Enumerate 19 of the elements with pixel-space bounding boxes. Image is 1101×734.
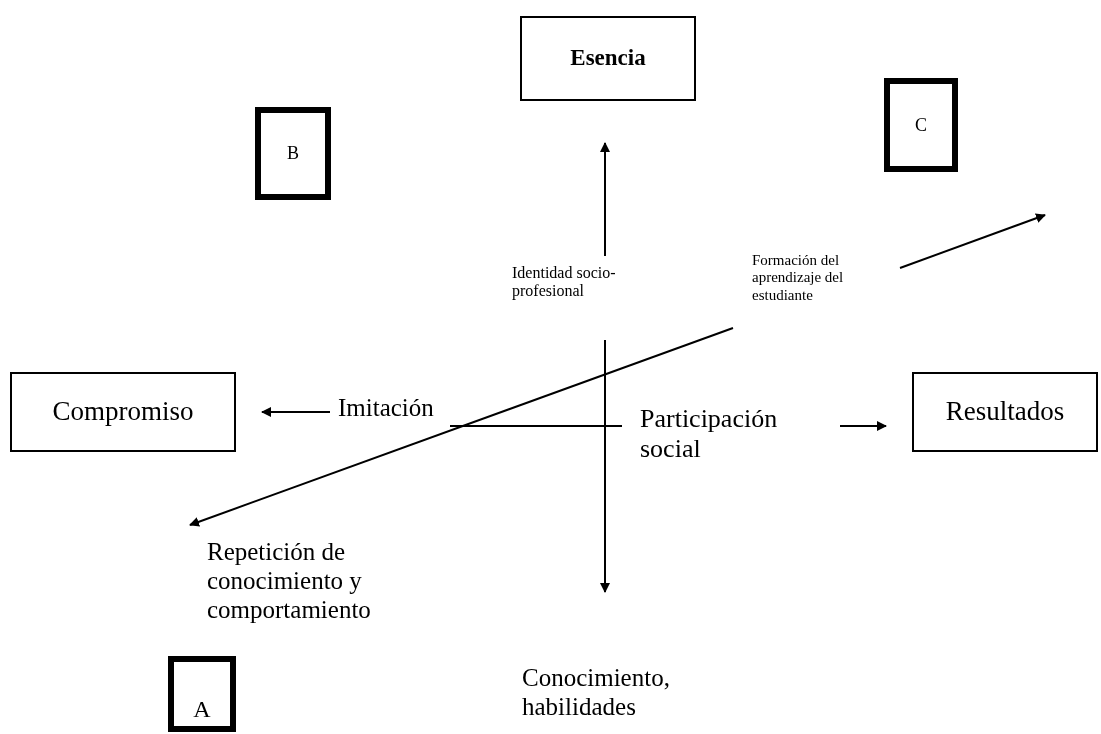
concept-box: Compromiso [10,372,236,452]
connector-line [449,425,623,427]
axis-label: Participación social [640,404,810,468]
axis-label: Imitación [338,394,442,426]
arrow [839,421,887,431]
quadrant-marker-box: C [884,78,958,172]
arrow [189,327,734,527]
arrow [899,213,1046,269]
concept-box: Esencia [520,16,696,101]
axis-label: Formación del aprendizaje del estudiante [752,252,884,324]
axis-label: Repetición de conocimiento y comportamiento [207,538,407,634]
quadrant-marker-box: B [255,107,331,200]
arrow [261,407,331,417]
arrow [600,142,610,257]
concept-box: Resultados [912,372,1098,452]
arrow [600,339,610,593]
axis-label: Identidad socio-profesional [512,264,630,324]
quadrant-marker-box: A [168,656,236,732]
axis-label: Conocimiento, habilidades [522,664,682,726]
